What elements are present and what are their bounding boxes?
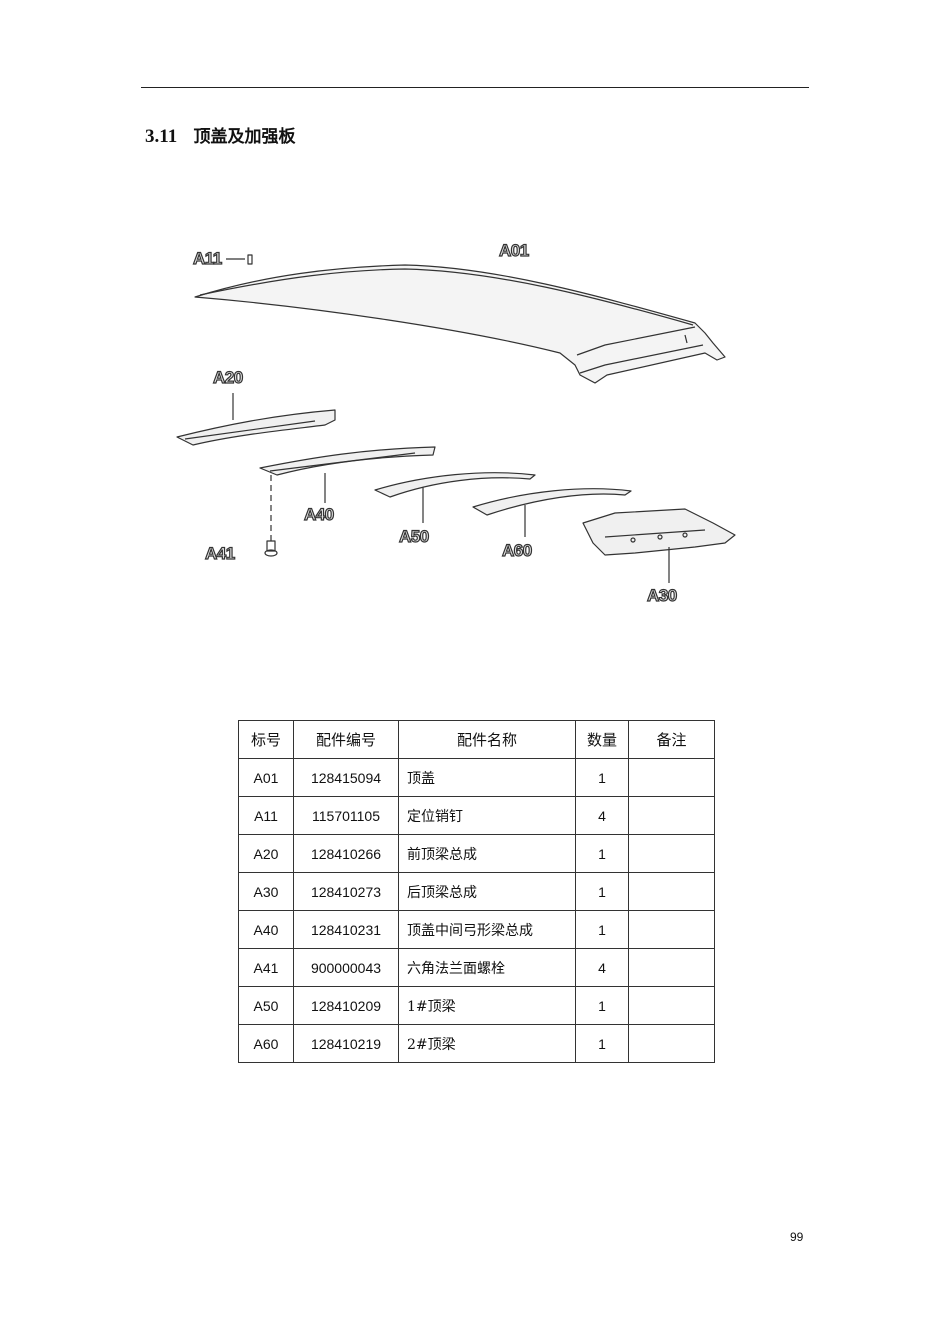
cell-quantity: 1	[575, 834, 629, 873]
table-row: A50 128410209 1#顶梁 1	[238, 986, 715, 1025]
arch-beam-drawing	[259, 446, 436, 476]
parts-illustration	[176, 254, 736, 583]
cell-remarks	[628, 796, 715, 835]
section-heading: 3.11 顶盖及加强板	[145, 122, 295, 148]
table-row: A30 128410273 后顶梁总成 1	[238, 872, 715, 911]
exploded-parts-diagram: A11 A01 A20 A40 A41 A50 A60 A30	[165, 225, 765, 625]
table-row: A20 128410266 前顶梁总成 1	[238, 834, 715, 873]
cell-part-number: 128415094	[293, 758, 399, 797]
callout-a20: A20	[212, 367, 243, 387]
table-row: A60 128410219 2#顶梁 1	[238, 1024, 715, 1063]
cell-part-number: 128410231	[293, 910, 399, 949]
cell-index: A11	[238, 796, 294, 835]
cell-remarks	[628, 834, 715, 873]
cell-quantity: 1	[575, 910, 629, 949]
callout-a60: A60	[501, 540, 532, 560]
cell-part-name: 顶盖	[398, 758, 576, 797]
table-row: A41 900000043 六角法兰面螺栓 4	[238, 948, 715, 987]
cell-remarks	[628, 910, 715, 949]
cell-part-number: 128410273	[293, 872, 399, 911]
bolt-drawing	[264, 540, 278, 557]
cell-remarks	[628, 758, 715, 797]
page-number: 99	[790, 1230, 804, 1244]
callout-a30: A30	[646, 585, 677, 605]
cell-remarks	[628, 948, 715, 987]
callout-a11: A11	[192, 248, 222, 268]
table-header-row: 标号 配件编号 配件名称 数量 备注	[238, 720, 715, 759]
cell-part-number: 115701105	[293, 796, 399, 835]
cell-part-number: 128410219	[293, 1024, 399, 1063]
parts-table: 标号 配件编号 配件名称 数量 备注 A01 128415094 顶盖 1 A1…	[238, 720, 715, 1063]
cell-part-name: 1#顶梁	[398, 986, 576, 1025]
callout-a50: A50	[398, 526, 429, 546]
header-remarks: 备注	[628, 720, 715, 759]
cell-index: A41	[238, 948, 294, 987]
cell-quantity: 1	[575, 758, 629, 797]
cell-part-name: 六角法兰面螺栓	[398, 948, 576, 987]
section-title: 顶盖及加强板	[193, 127, 296, 147]
cell-part-name: 前顶梁总成	[398, 834, 576, 873]
callout-a40: A40	[303, 504, 334, 524]
cell-part-name: 后顶梁总成	[398, 872, 576, 911]
cell-quantity: 1	[575, 986, 629, 1025]
cell-part-name: 顶盖中间弓形梁总成	[398, 910, 576, 949]
pin-drawing	[247, 254, 253, 265]
header-rule	[141, 87, 809, 88]
cell-index: A50	[238, 986, 294, 1025]
rear-beam-drawing	[582, 508, 736, 556]
callout-a41: A41	[204, 543, 235, 563]
header-quantity: 数量	[575, 720, 629, 759]
roof-panel-drawing	[194, 264, 726, 384]
cell-part-number: 900000043	[293, 948, 399, 987]
section-number: 3.11	[145, 126, 178, 147]
cell-part-number: 128410209	[293, 986, 399, 1025]
front-beam-drawing	[176, 409, 336, 446]
cell-remarks	[628, 872, 715, 911]
cell-index: A60	[238, 1024, 294, 1063]
cell-remarks	[628, 986, 715, 1025]
cell-part-name: 定位销钉	[398, 796, 576, 835]
table-row: A11 115701105 定位销钉 4	[238, 796, 715, 835]
cell-quantity: 1	[575, 1024, 629, 1063]
cell-quantity: 4	[575, 948, 629, 987]
roof-bow-1-drawing	[374, 472, 536, 498]
cell-part-number: 128410266	[293, 834, 399, 873]
callout-a01: A01	[498, 240, 529, 260]
cell-remarks	[628, 1024, 715, 1063]
roof-bow-2-drawing	[472, 488, 632, 516]
table-row: A01 128415094 顶盖 1	[238, 758, 715, 797]
cell-part-name: 2#顶梁	[398, 1024, 576, 1063]
cell-index: A40	[238, 910, 294, 949]
table-row: A40 128410231 顶盖中间弓形梁总成 1	[238, 910, 715, 949]
cell-index: A20	[238, 834, 294, 873]
cell-quantity: 4	[575, 796, 629, 835]
header-part-number: 配件编号	[293, 720, 399, 759]
cell-index: A30	[238, 872, 294, 911]
header-part-name: 配件名称	[398, 720, 576, 759]
header-index: 标号	[238, 720, 294, 759]
cell-index: A01	[238, 758, 294, 797]
cell-quantity: 1	[575, 872, 629, 911]
